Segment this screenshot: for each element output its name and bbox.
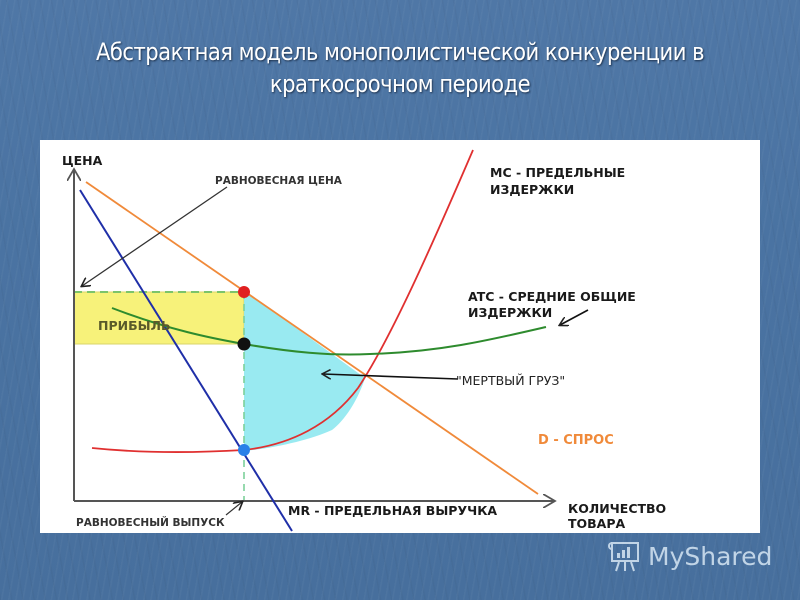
watermark: MyShared — [606, 536, 772, 576]
equilibrium-output-arrow — [225, 502, 242, 516]
atc-label-line1: ATC - СРЕДНИЕ ОБЩИЕ — [468, 289, 636, 304]
price-point — [238, 286, 250, 298]
atc-point — [237, 337, 251, 351]
presentation-board-icon — [608, 542, 639, 572]
title-line-1: Абстрактная модель монополистической кон… — [96, 38, 705, 66]
x-axis-label-line1: КОЛИЧЕСТВО — [568, 501, 666, 516]
deadweight-loss-area — [244, 290, 365, 451]
average-total-cost-curve — [111, 307, 547, 356]
y-axis-label: ЦЕНА — [62, 153, 103, 168]
equilibrium-output-label: РАВНОВЕСНЫЙ ВЫПУСК — [76, 516, 225, 529]
deadweight-loss-label: "МЕРТВЫЙ ГРУЗ" — [456, 373, 565, 388]
deadweight-arrow — [323, 374, 459, 380]
diagram-frame: ЦЕНА РАВНОВЕСНАЯ ЦЕНА MC - ПРЕДЕЛЬНЫЕ ИЗ… — [40, 140, 760, 533]
demand-curve — [85, 181, 539, 495]
mc-label-line1: MC - ПРЕДЕЛЬНЫЕ — [490, 165, 625, 180]
monopolistic-competition-diagram: ЦЕНА РАВНОВЕСНАЯ ЦЕНА MC - ПРЕДЕЛЬНЫЕ ИЗ… — [62, 149, 666, 532]
equilibrium-price-arrow — [82, 186, 228, 286]
x-axis-label-line2: ТОВАРА — [568, 516, 626, 531]
watermark-text: MyShared — [648, 541, 773, 571]
equilibrium-price-label: РАВНОВЕСНАЯ ЦЕНА — [215, 175, 343, 187]
mc-label-line2: ИЗДЕРЖКИ — [490, 182, 574, 197]
marginal-revenue-curve — [79, 189, 293, 532]
mr-mc-intersection-point — [238, 444, 250, 456]
atc-label-arrow — [560, 309, 589, 325]
atc-label-line2: ИЗДЕРЖКИ — [468, 305, 552, 320]
mr-label: MR - ПРЕДЕЛЬНАЯ ВЫРУЧКА — [288, 503, 497, 518]
demand-label: D - СПРОС — [538, 433, 614, 448]
profit-label: ПРИБЫЛЬ — [98, 318, 170, 333]
marginal-cost-curve — [91, 149, 474, 453]
slide-title: Абстрактная модель монополистической кон… — [74, 36, 725, 100]
title-line-2: краткосрочном периоде — [269, 70, 531, 98]
